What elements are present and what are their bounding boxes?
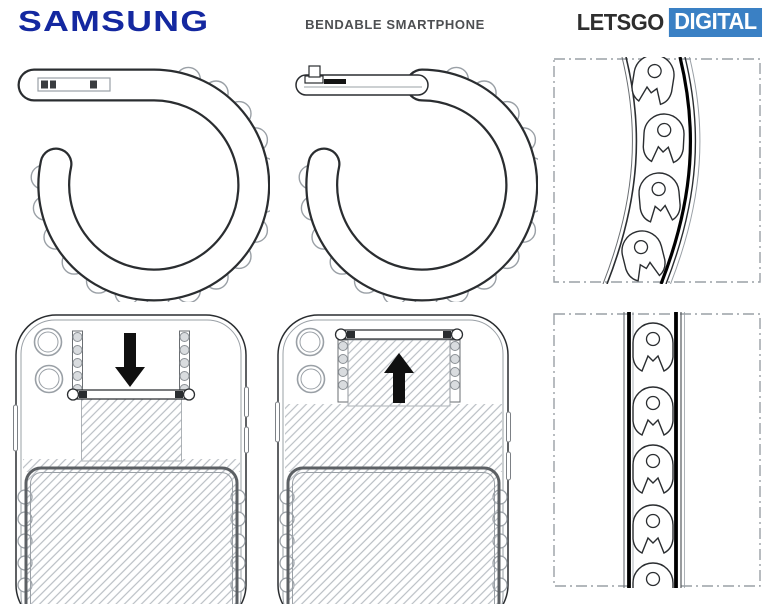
figure-curled-phone-side-view xyxy=(295,65,538,302)
side-button xyxy=(506,411,511,443)
side-button xyxy=(506,451,511,481)
samsung-logo: SAMSUNG xyxy=(18,6,210,38)
figure-phone-back-slide-out xyxy=(275,314,511,604)
phone-inner-outline xyxy=(282,319,504,604)
phone-inner-outline xyxy=(20,319,242,604)
camera-lens-icon xyxy=(295,327,325,357)
side-button xyxy=(244,386,249,418)
side-button xyxy=(13,404,18,452)
camera-module-icon xyxy=(41,80,48,89)
page-title: BENDABLE SMARTPHONE xyxy=(305,17,485,32)
camera-slot xyxy=(37,77,111,92)
letsgo-digital-logo: LETSGO DIGITAL xyxy=(576,8,762,37)
slider-latch xyxy=(79,391,87,398)
back-panel xyxy=(24,466,239,604)
side-button xyxy=(244,426,249,454)
camera-bar xyxy=(324,79,346,84)
slider-panel-hatched xyxy=(81,398,182,462)
slider-latch xyxy=(443,331,451,338)
sensor-module-icon xyxy=(90,80,97,89)
slider-latch xyxy=(347,331,355,338)
down-arrow-icon xyxy=(115,333,145,387)
side-button xyxy=(275,401,280,443)
camera-lens-icon xyxy=(34,364,64,394)
letsgo-text: LETSGO xyxy=(576,9,664,35)
up-arrow-icon xyxy=(384,353,414,403)
back-panel xyxy=(286,466,501,604)
camera-module-icon xyxy=(50,80,56,89)
detail-view-border xyxy=(553,313,761,587)
camera-bump xyxy=(308,65,321,78)
camera-lens-icon xyxy=(296,364,326,394)
figure-hinge-detail-straight xyxy=(553,312,761,588)
figure-curled-phone-back-view xyxy=(17,66,270,302)
hatched-band xyxy=(285,404,502,472)
back-panel-inner xyxy=(30,472,233,604)
camera-lens-icon xyxy=(33,327,63,357)
back-panel-inner xyxy=(292,472,495,604)
detail-view-border xyxy=(553,58,761,283)
figure-phone-back-slide-in xyxy=(13,314,249,604)
slider-latch xyxy=(175,391,183,398)
digital-badge: DIGITAL xyxy=(668,8,762,37)
figure-hinge-detail-bent xyxy=(553,57,761,284)
